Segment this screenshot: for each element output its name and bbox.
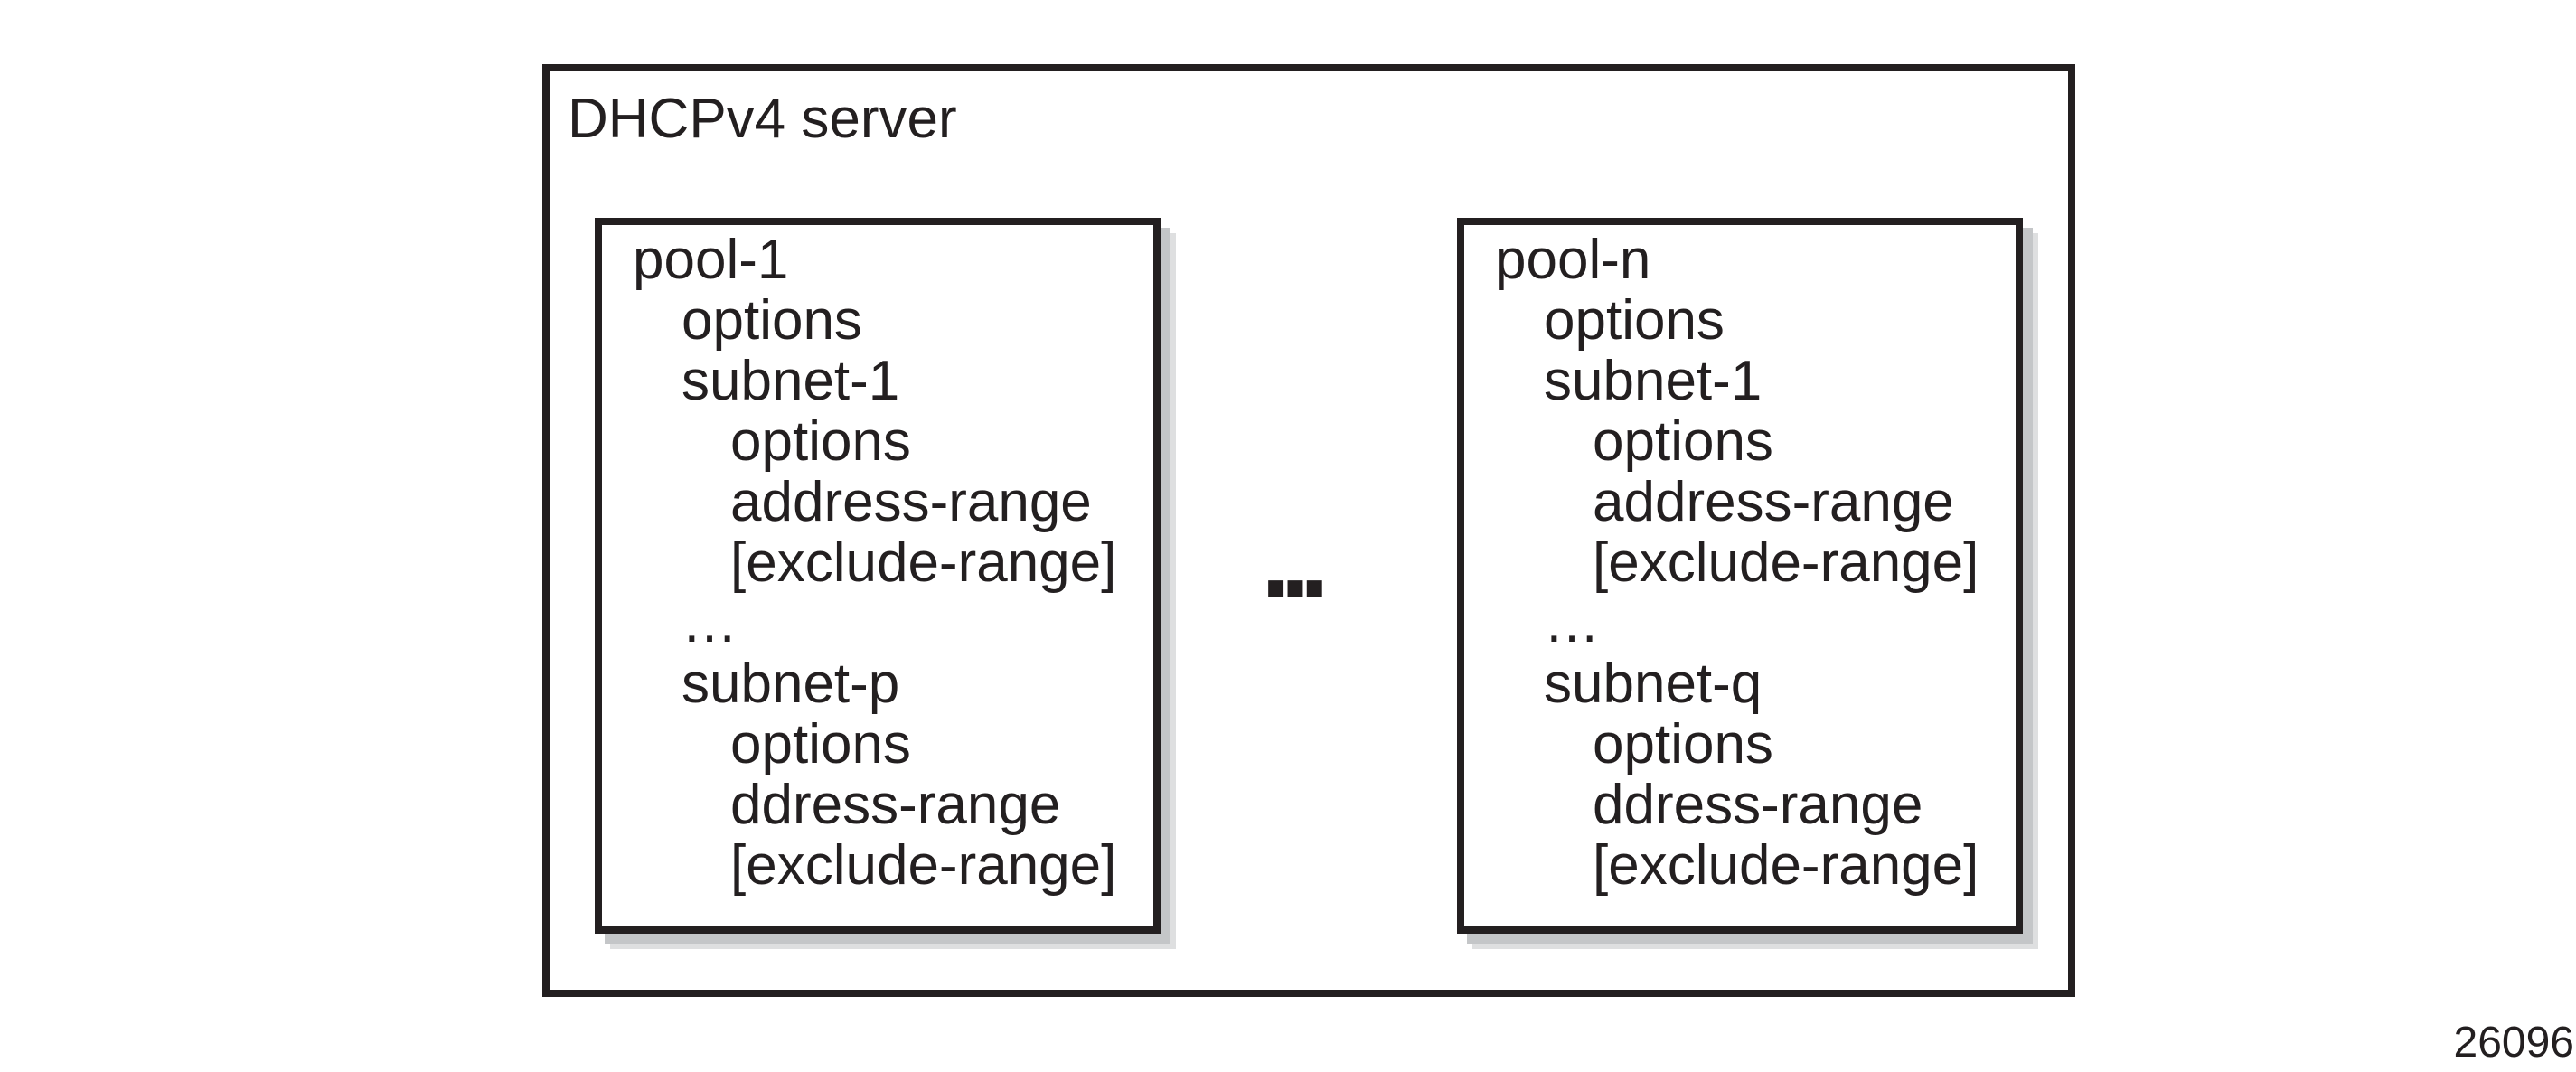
- pool-line: options: [730, 713, 911, 776]
- pool-line: subnet-q: [1544, 653, 1763, 715]
- pool-line: options: [682, 289, 862, 352]
- pool-1-box: pool-1 options subnet-1 options address-…: [595, 218, 1161, 934]
- pool-line: options: [1593, 713, 1773, 776]
- subnet-ellipsis: …: [682, 592, 738, 654]
- dhcpv4-server-label: DHCPv4 server: [568, 88, 957, 150]
- pool-name-label: pool-n: [1495, 229, 1651, 291]
- pool-line: subnet-1: [682, 350, 900, 412]
- pool-line: subnet-1: [1544, 350, 1763, 412]
- between-pools-ellipsis: ...: [1261, 499, 1330, 620]
- pool-line: ddress-range: [1593, 774, 1923, 836]
- pool-line: options: [730, 410, 911, 473]
- pool-line: [exclude-range]: [730, 834, 1117, 897]
- pool-line: options: [1544, 289, 1725, 352]
- figure-number: 26096: [2453, 1019, 2574, 1067]
- pool-line: options: [1593, 410, 1773, 473]
- pool-line: [exclude-range]: [1593, 834, 1979, 897]
- pool-line: [exclude-range]: [1593, 531, 1979, 594]
- pool-name-label: pool-1: [633, 229, 789, 291]
- subnet-ellipsis: …: [1544, 592, 1600, 654]
- pool-line: ddress-range: [730, 774, 1061, 836]
- dhcpv4-server-box: DHCPv4 server pool-1 options subnet-1 op…: [542, 64, 2075, 997]
- pool-line: address-range: [1593, 471, 1954, 533]
- pool-n-box: pool-n options subnet-1 options address-…: [1457, 218, 2023, 934]
- pool-line: [exclude-range]: [730, 531, 1117, 594]
- pool-line: address-range: [730, 471, 1092, 533]
- pool-line: subnet-p: [682, 653, 900, 715]
